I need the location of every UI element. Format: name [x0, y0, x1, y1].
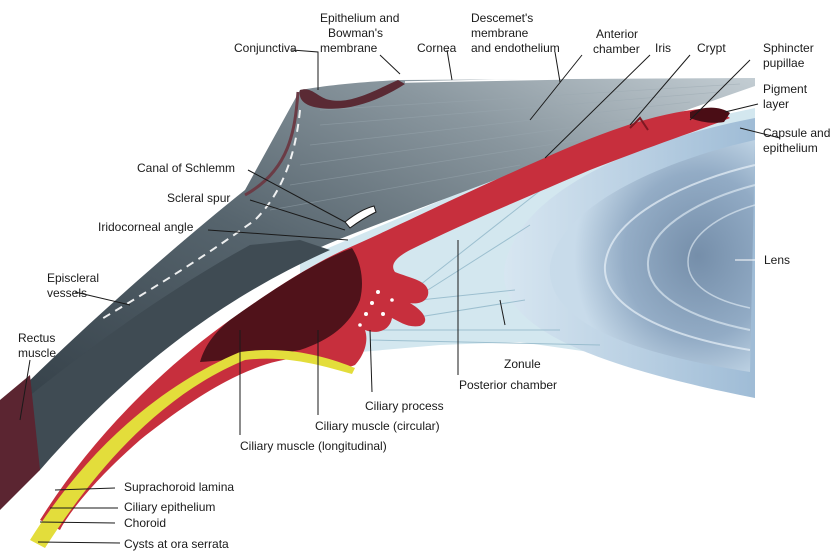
label-ciliary-epithelium: Ciliary epithelium	[124, 500, 215, 514]
label-iris: Iris	[655, 41, 671, 55]
label-ciliary-circular: Ciliary muscle (circular)	[315, 419, 440, 433]
label-sphincter-2: pupillae	[763, 56, 805, 70]
label-epithelium-bowman-1: Epithelium and	[320, 11, 399, 25]
label-choroid: Choroid	[124, 516, 166, 530]
label-ciliary-longitudinal: Ciliary muscle (longitudinal)	[240, 439, 387, 453]
label-scleral-spur: Scleral spur	[167, 191, 230, 205]
label-zonule: Zonule	[504, 357, 541, 371]
label-conjunctiva: Conjunctiva	[234, 41, 297, 55]
label-posterior-chamber: Posterior chamber	[459, 378, 557, 392]
label-sphincter-1: Sphincter	[763, 41, 814, 55]
label-pigment-1: Pigment	[763, 82, 808, 96]
label-canal-schlemm: Canal of Schlemm	[137, 161, 235, 175]
label-descemet-2: membrane	[471, 26, 529, 40]
label-lens: Lens	[764, 253, 790, 267]
label-capsule-1: Capsule and	[763, 126, 830, 140]
label-episcleral-2: vessels	[47, 286, 87, 300]
label-capsule-2: epithelium	[763, 141, 818, 155]
label-suprachoroid: Suprachoroid lamina	[124, 480, 234, 494]
label-descemet-1: Descemet's	[471, 11, 533, 25]
label-pigment-2: layer	[763, 97, 789, 111]
label-rectus-2: muscle	[18, 346, 56, 360]
label-crypt: Crypt	[697, 41, 726, 55]
label-rectus-1: Rectus	[18, 331, 55, 345]
label-epithelium-bowman-2: Bowman's	[328, 26, 383, 40]
label-iridocorneal-angle: Iridocorneal angle	[98, 220, 194, 234]
label-anterior-chamber-1: Anterior	[596, 27, 638, 41]
label-cysts: Cysts at ora serrata	[124, 537, 229, 551]
label-anterior-chamber-2: chamber	[593, 42, 640, 56]
label-epithelium-bowman-3: membrane	[320, 41, 378, 55]
label-cornea: Cornea	[417, 41, 457, 55]
label-descemet-3: and endothelium	[471, 41, 560, 55]
label-episcleral-1: Episcleral	[47, 271, 99, 285]
label-ciliary-process: Ciliary process	[365, 399, 444, 413]
